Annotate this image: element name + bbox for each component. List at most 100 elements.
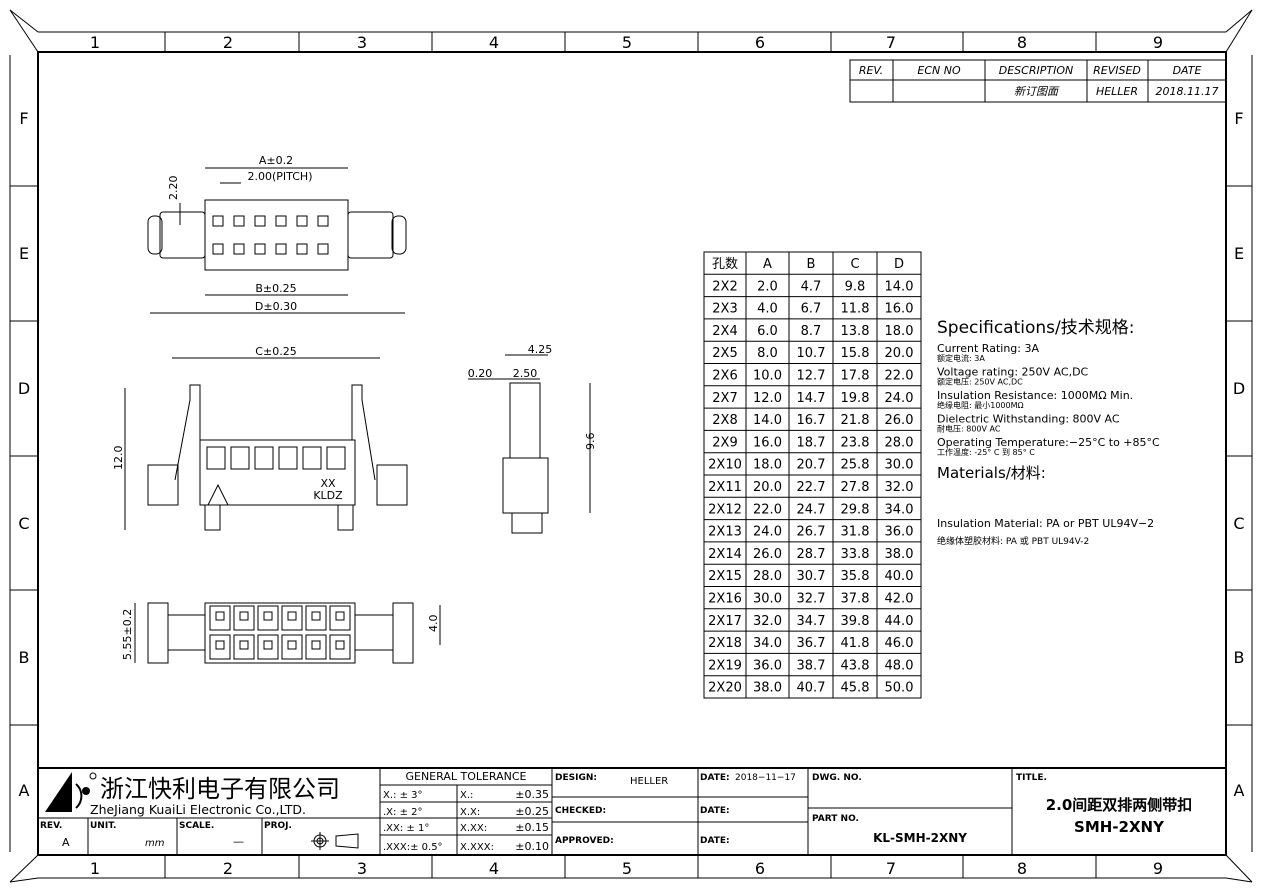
table-cell: 2X2 xyxy=(712,279,737,294)
spec-line-en: Current Rating: 3A xyxy=(937,342,1039,355)
spec-line-cn: 额定电压: 250V AC,DC xyxy=(937,377,1023,387)
specifications: Specifications/技术规格: Materials/材料: Insul… xyxy=(937,318,1160,547)
table-cell: 30.0 xyxy=(753,592,782,607)
pin-cavity xyxy=(209,634,231,660)
grid-col-label-bottom: 7 xyxy=(886,859,896,878)
rev-cell: 2018.11.17 xyxy=(1156,85,1219,98)
table-cell: 2X5 xyxy=(712,346,737,361)
table-cell: 9.8 xyxy=(845,279,866,294)
dim-0-20: 0.20 xyxy=(468,367,493,380)
pin-cavity xyxy=(317,215,329,227)
pin-cavity xyxy=(254,215,266,227)
pin-cavity xyxy=(212,215,224,227)
table-cell: 34.0 xyxy=(753,636,782,651)
pin-hole xyxy=(215,611,225,621)
pin-hole xyxy=(263,611,273,621)
table-cell: 18.0 xyxy=(753,458,782,473)
table-cell: 33.8 xyxy=(841,547,870,562)
grid-col-label-bottom: 3 xyxy=(357,859,367,878)
rev-cell: HELLER xyxy=(1096,85,1138,98)
table-cell: 39.8 xyxy=(841,614,870,629)
checked-label: CHECKED: xyxy=(555,806,606,816)
dim-pitch: 2.00(PITCH) xyxy=(248,170,313,183)
table-cell: 41.8 xyxy=(841,636,870,651)
pin-cavity xyxy=(209,605,231,631)
grid-col-label-top: 6 xyxy=(755,33,765,52)
grid-row-label-right: C xyxy=(1233,514,1244,533)
pin-hole xyxy=(335,640,345,650)
table-cell: 2X17 xyxy=(708,614,742,629)
grid-row-label-right: E xyxy=(1234,244,1244,263)
table-cell: 2X6 xyxy=(712,369,737,384)
grid-col-label-bottom: 6 xyxy=(755,859,765,878)
table-cell: 28.0 xyxy=(885,435,914,450)
pin-hole xyxy=(239,640,249,650)
pin-hole xyxy=(311,611,321,621)
rev-header: DESCRIPTION xyxy=(999,64,1073,77)
table-cell: 36.7 xyxy=(797,636,826,651)
dim-9-6: 9.6 xyxy=(584,433,597,451)
table-cell: 30.0 xyxy=(885,458,914,473)
side-view-drawing: 4.25 0.20 2.50 9.6 xyxy=(468,343,597,534)
part-no-value: KL-SMH-2XNY xyxy=(873,831,967,845)
table-cell: 2X9 xyxy=(712,435,737,450)
unit-value: mm xyxy=(145,838,165,849)
grid-row-label-left: F xyxy=(19,109,28,128)
table-cell: 26.7 xyxy=(797,525,826,540)
table-cell: 30.7 xyxy=(797,569,826,584)
grid-col-label-top: 9 xyxy=(1153,33,1163,52)
rev-label: REV. xyxy=(40,821,62,831)
dim-2-20: 2.20 xyxy=(167,176,180,201)
spec-line-cn: 绝缘电阻: 最小1000MΩ xyxy=(937,400,1024,410)
sheet-frame xyxy=(9,9,1253,883)
table-cell: 2X19 xyxy=(708,658,742,673)
table-header-4: D xyxy=(894,257,904,272)
table-cell: 4.7 xyxy=(801,279,822,294)
tolerance-linear-value: ±0.10 xyxy=(515,840,549,853)
spec-line-cn: 额定电流: 3A xyxy=(937,353,985,363)
tolerance-linear-label: X.: xyxy=(460,790,473,801)
table-cell: 22.0 xyxy=(885,369,914,384)
tolerance-angle: .X: ± 2° xyxy=(383,807,423,818)
grid-row-label-right: D xyxy=(1233,379,1245,398)
pin-hole xyxy=(287,611,297,621)
table-cell: 43.8 xyxy=(841,658,870,673)
table-cell: 32.0 xyxy=(885,480,914,495)
dim-2-50: 2.50 xyxy=(513,367,538,380)
grid-row-label-left: B xyxy=(19,648,30,667)
table-cell: 16.0 xyxy=(885,302,914,317)
date3-label: DATE: xyxy=(700,836,730,846)
table-cell: 2X18 xyxy=(708,636,742,651)
title-line2: SMH-2XNY xyxy=(1074,818,1165,836)
table-cell: 2X16 xyxy=(708,592,742,607)
table-cell: 35.8 xyxy=(841,569,870,584)
table-cell: 40.7 xyxy=(797,681,826,696)
table-cell: 2X10 xyxy=(708,458,742,473)
dim-5-55: 5.55±0.2 xyxy=(121,609,134,660)
grid-col-label-top: 1 xyxy=(90,33,100,52)
tolerance-title: GENERAL TOLERANCE xyxy=(405,770,526,783)
table-cell: 8.7 xyxy=(801,324,822,339)
date1-label: DATE: xyxy=(700,773,730,783)
spec-line-en: Operating Temperature:−25°C to +85°C xyxy=(937,436,1160,449)
table-cell: 36.0 xyxy=(753,658,782,673)
table-cell: 32.7 xyxy=(797,592,826,607)
table-cell: 14.0 xyxy=(753,413,782,428)
table-cell: 17.8 xyxy=(841,369,870,384)
table-cell: 10.7 xyxy=(797,346,826,361)
pin-cavity xyxy=(233,215,245,227)
scale-label: SCALE. xyxy=(179,821,214,831)
dim-d: D±0.30 xyxy=(255,300,297,313)
pin-cavity xyxy=(275,243,287,255)
